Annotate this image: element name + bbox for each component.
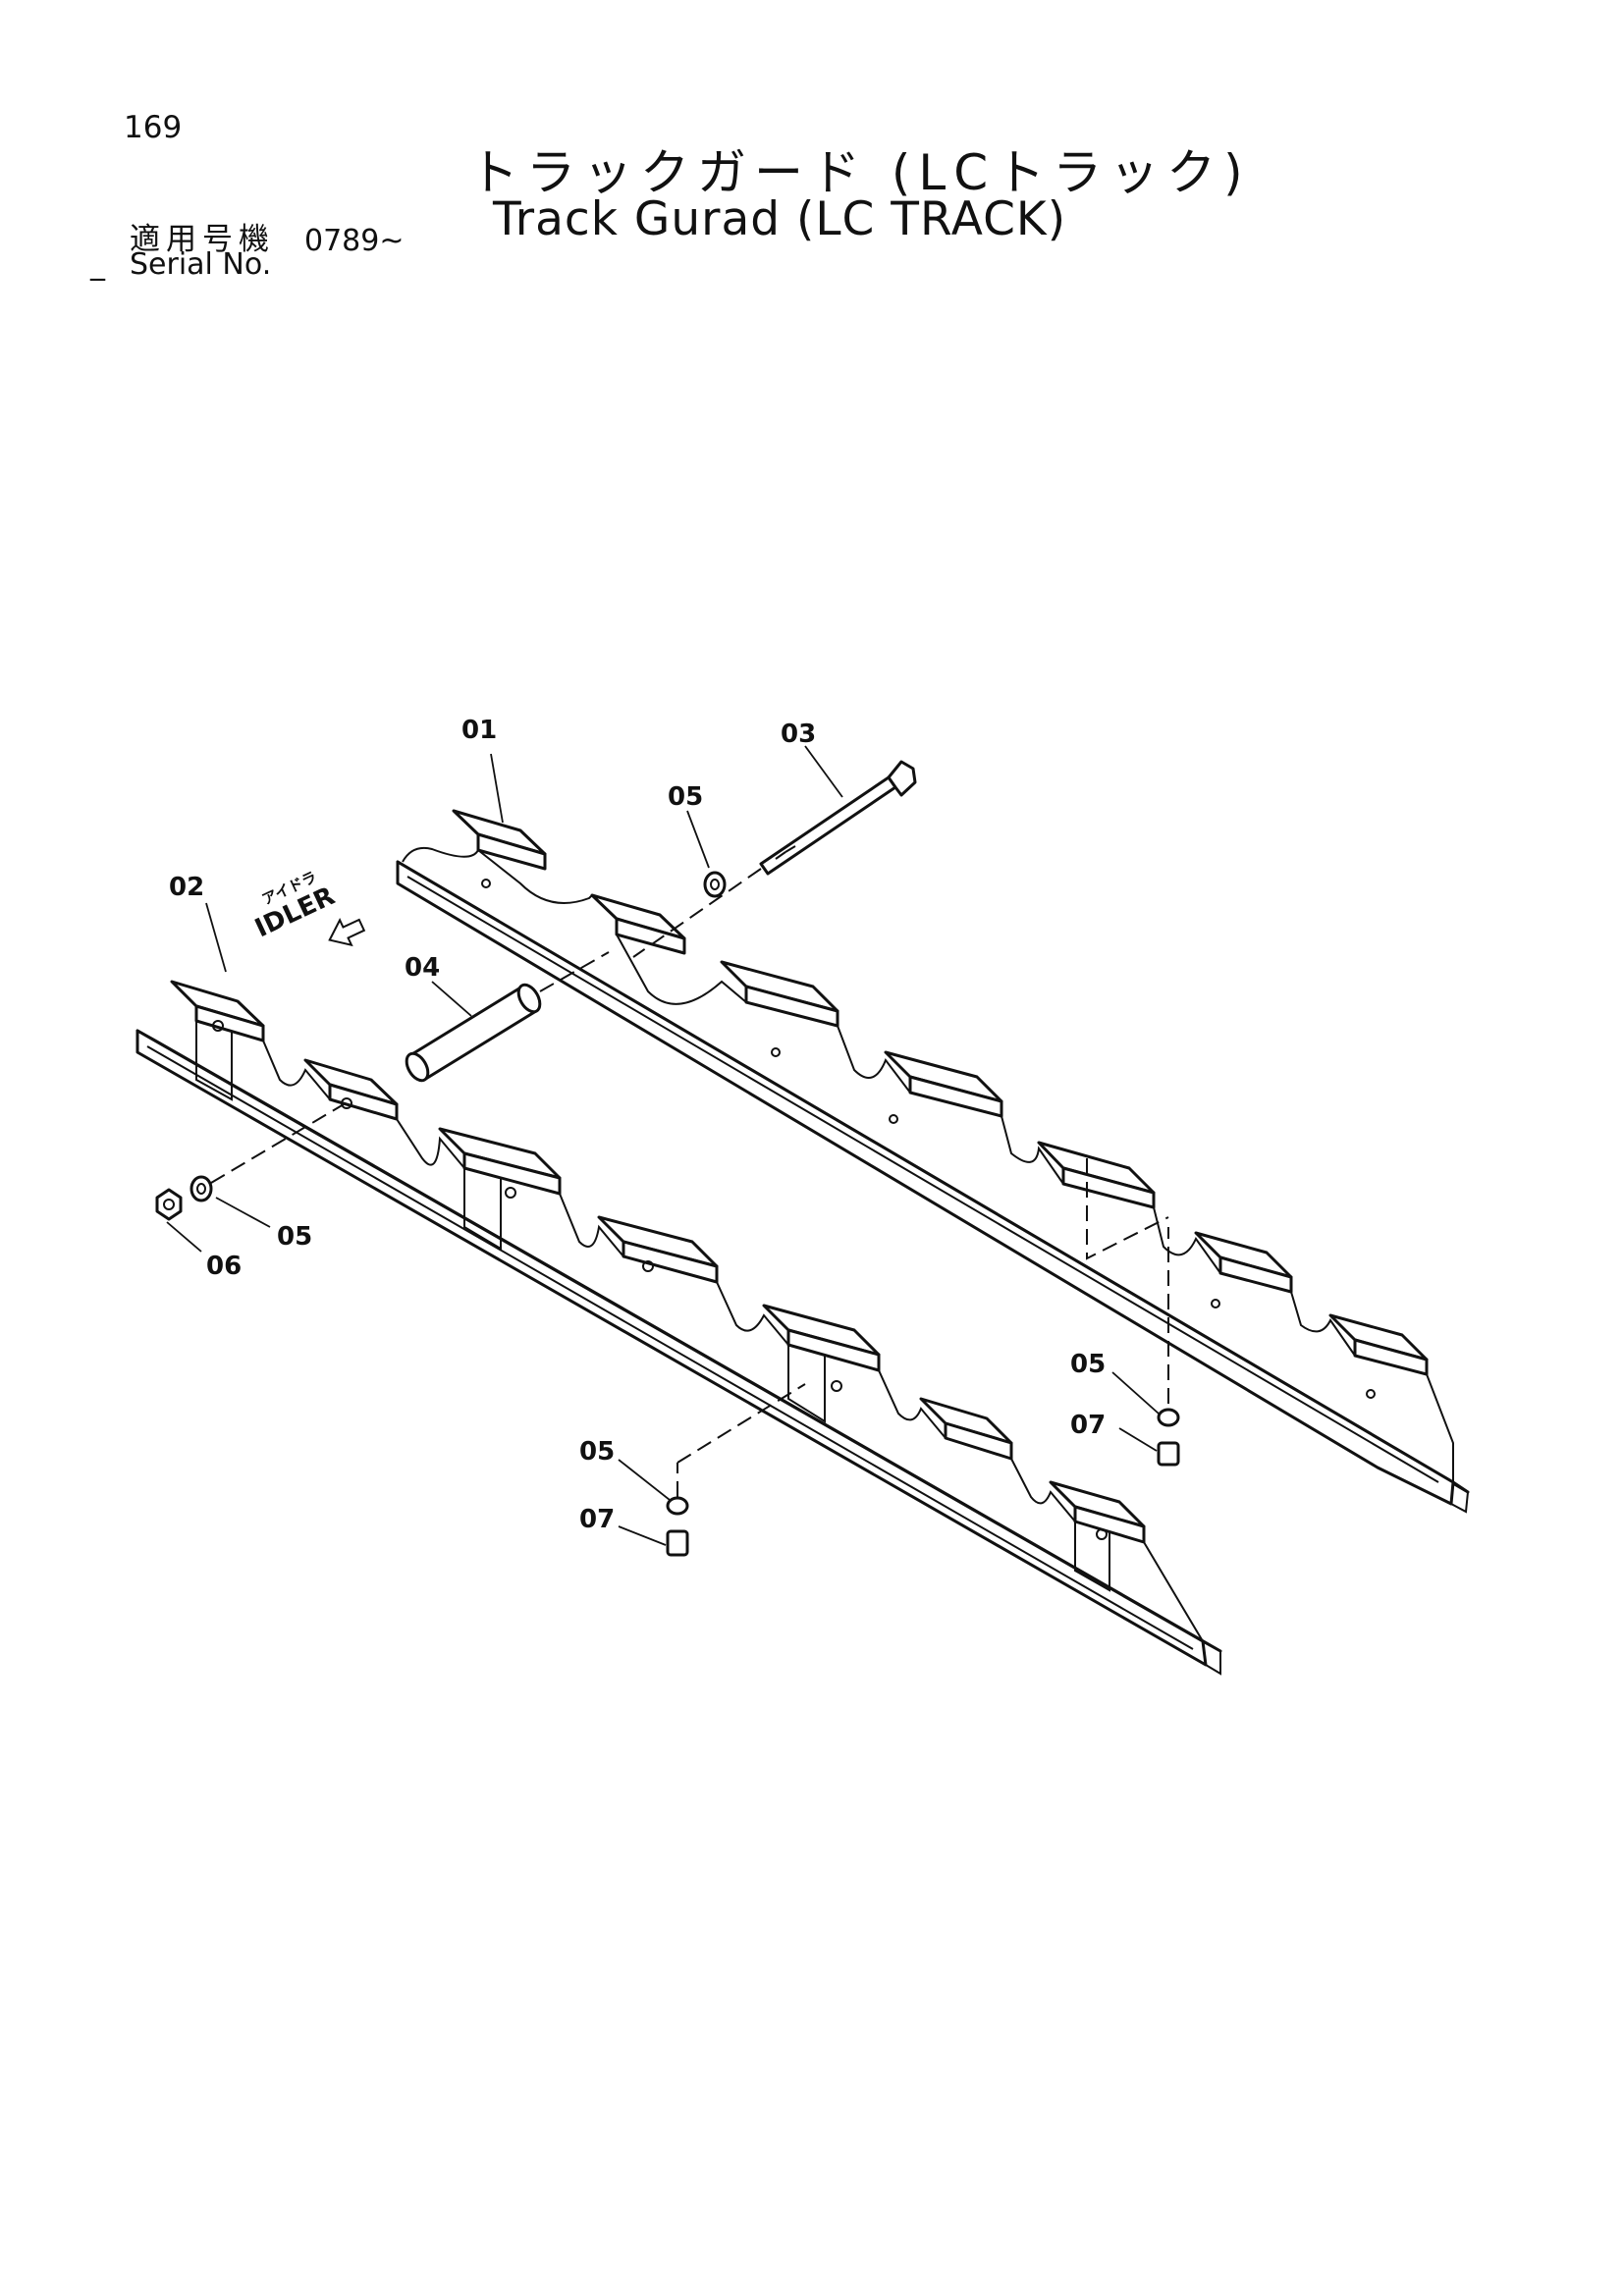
washer-05-right [1157, 1408, 1180, 1427]
washer-05-left [189, 1175, 213, 1202]
washer-05-lower [666, 1496, 689, 1516]
nut-06 [155, 1188, 183, 1221]
callout-06: 06 [206, 1252, 242, 1281]
title-japanese: トラックガード (LCトラック) [469, 144, 1251, 201]
page-number: 169 [124, 110, 183, 145]
spacer-pipe-04 [405, 951, 610, 1083]
track-guard-02 [135, 980, 1222, 1676]
callout-07-right: 07 [1070, 1411, 1106, 1440]
guard-02-brackets [170, 980, 1146, 1544]
bolt-03 [632, 760, 917, 958]
serial-label-english: Serial No. [130, 247, 272, 282]
callout-07-lower: 07 [579, 1505, 615, 1534]
washer-05-upper [703, 871, 727, 898]
callout-04: 04 [405, 953, 440, 983]
callout-01: 01 [461, 716, 497, 745]
direction-indicator: アイドラ IDLER [250, 868, 366, 947]
serial-value: 0789~ [304, 224, 405, 258]
serial-label-japanese: 適用号機 [130, 222, 275, 257]
callout-03: 03 [781, 720, 816, 749]
track-guard-01 [396, 809, 1470, 1514]
callout-02: 02 [169, 873, 204, 902]
guard-01-brackets [452, 809, 1429, 1376]
hardware [155, 871, 1180, 1557]
callout-05-upper: 05 [668, 782, 703, 812]
serial-leading-dash: _ [90, 247, 105, 282]
title-english: Track Gurad (LC TRACK) [493, 192, 1067, 246]
screw-07-lower [666, 1529, 689, 1557]
callout-05-right: 05 [1070, 1350, 1106, 1379]
screw-07-right [1157, 1441, 1180, 1467]
leader-lines [166, 745, 1160, 1546]
callout-labels: 01 02 03 04 05 05 05 05 06 07 07 [169, 716, 1106, 1534]
callout-05-left: 05 [277, 1222, 312, 1252]
callout-05-lower: 05 [579, 1437, 615, 1467]
arrow-icon [328, 918, 366, 947]
